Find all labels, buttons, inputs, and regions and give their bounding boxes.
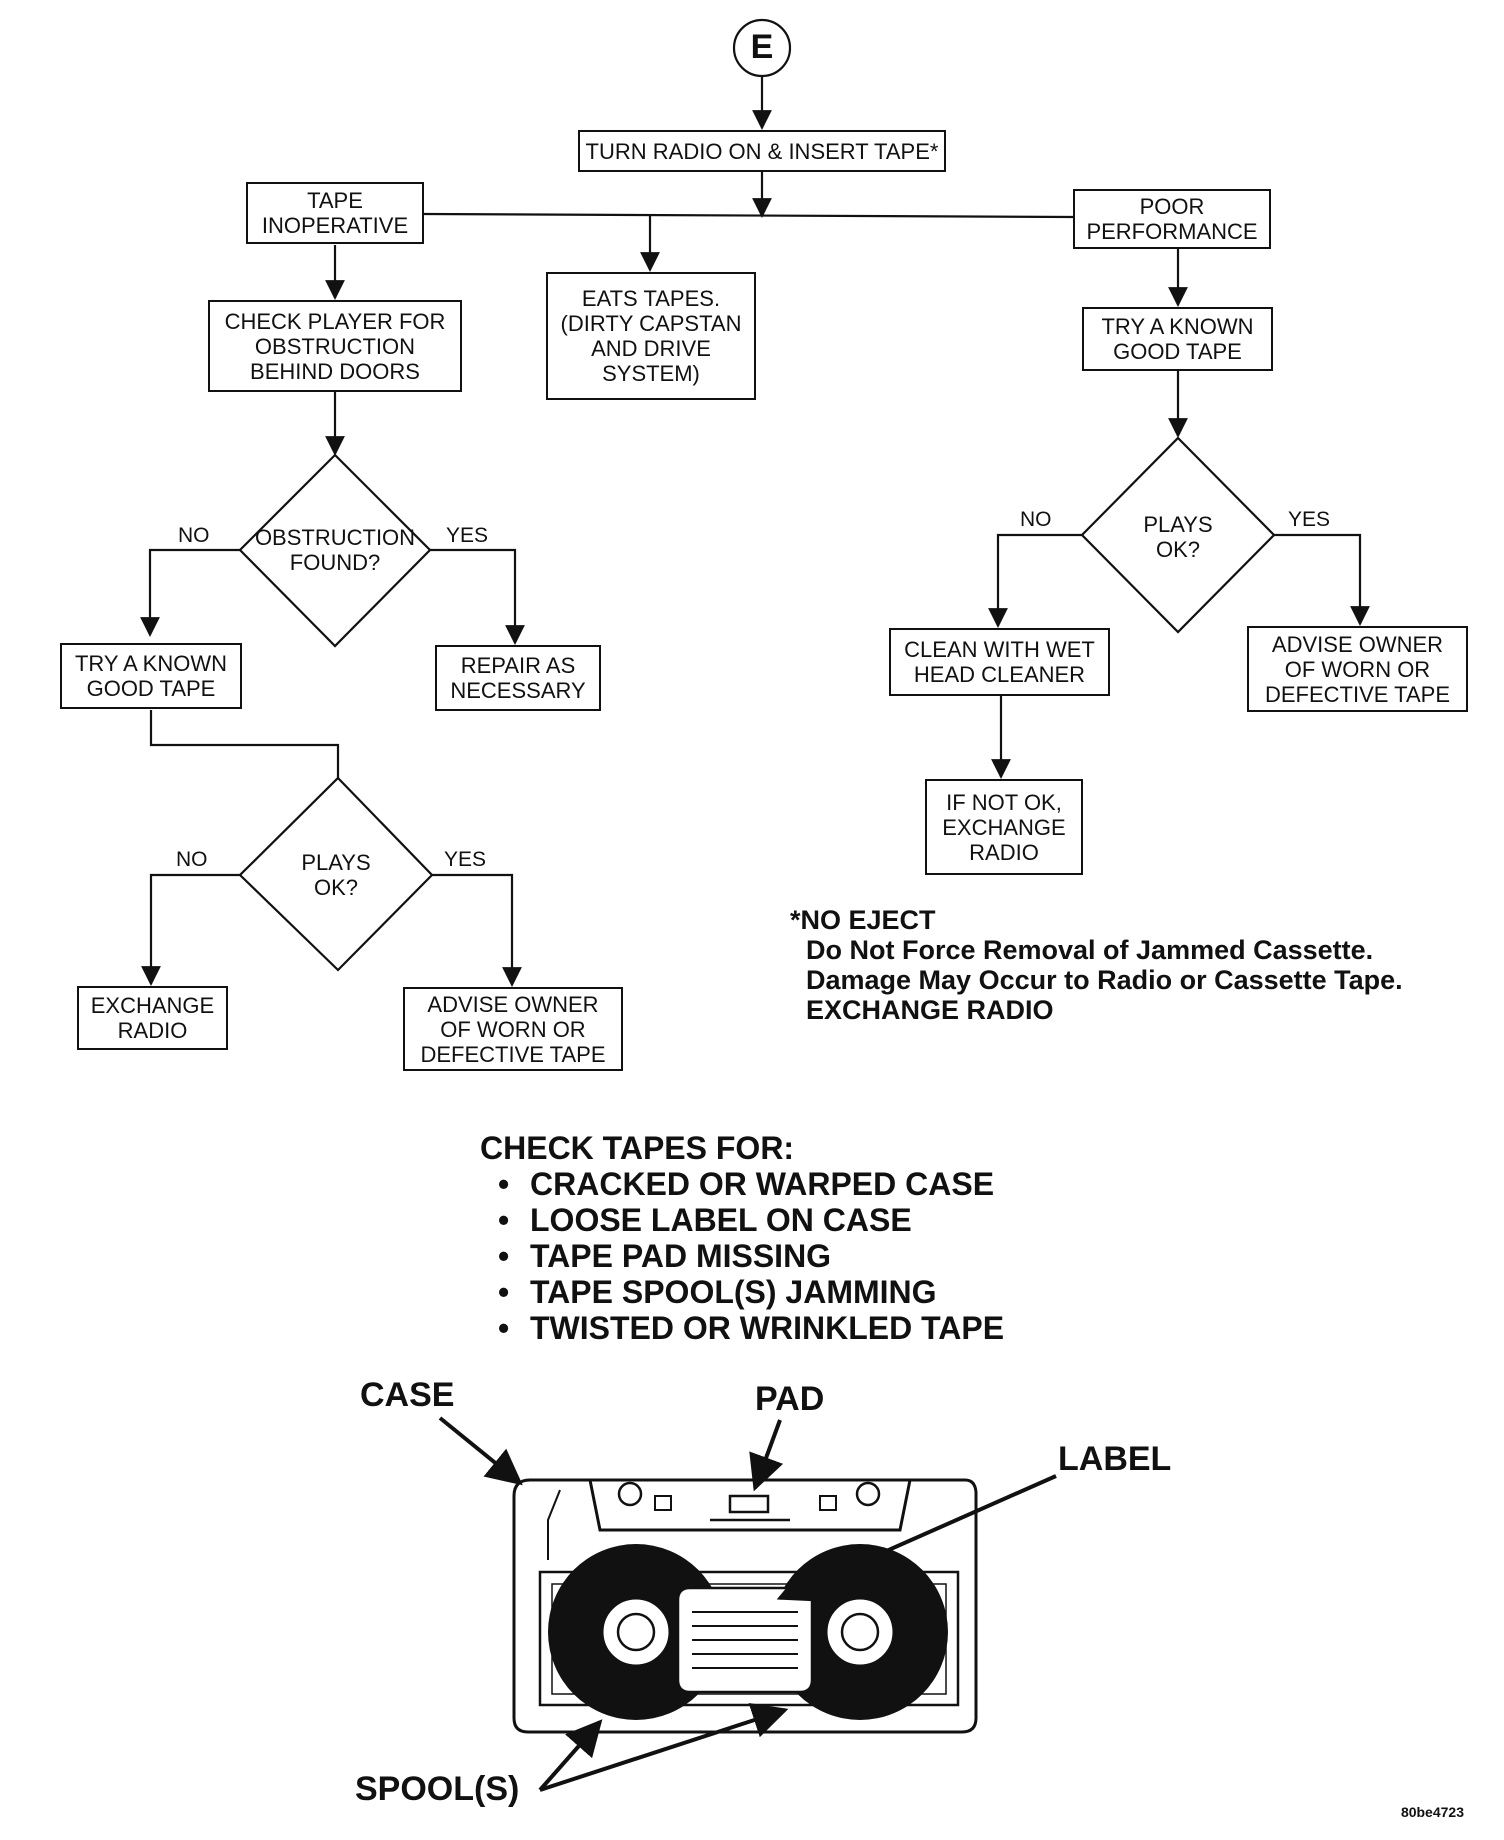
node-exchange-radio: EXCHANGE RADIO [77, 986, 228, 1050]
callout-spools: SPOOL(S) [355, 1770, 520, 1808]
decision-plays-ok-left [238, 776, 434, 972]
callout-pad: PAD [755, 1380, 825, 1418]
note-line-3: EXCHANGE RADIO [806, 995, 1054, 1025]
node-repair-as-necessary: REPAIR AS NECESSARY [435, 645, 601, 711]
node-check-player: CHECK PLAYER FOR OBSTRUCTION BEHIND DOOR… [208, 300, 462, 392]
node-try-known-good-tape-left: TRY A KNOWN GOOD TAPE [60, 643, 242, 709]
edge-yes-plays-left: YES [444, 848, 487, 871]
checklist-item: TWISTED OR WRINKLED TAPE [498, 1310, 1004, 1346]
node-turn-radio-on: TURN RADIO ON & INSERT TAPE* [578, 130, 946, 172]
decision-plays-ok-right [1080, 436, 1276, 634]
decision-obstruction-found [238, 453, 432, 648]
node-if-not-ok: IF NOT OK, EXCHANGE RADIO [925, 779, 1083, 875]
edge-no-plays-right: NO [1020, 508, 1052, 531]
note-title: *NO EJECT [790, 905, 936, 935]
decision-plays-ok-left-label: PLAYS OK? [301, 850, 371, 900]
node-advise-owner-left: ADVISE OWNER OF WORN OR DEFECTIVE TAPE [403, 987, 623, 1071]
checklist-item: CRACKED OR WARPED CASE [498, 1166, 1004, 1202]
note-line-1: Do Not Force Removal of Jammed Cassette. [806, 935, 1374, 965]
node-clean-head: CLEAN WITH WET HEAD CLEANER [889, 628, 1110, 696]
checklist-title: CHECK TAPES FOR: [480, 1130, 795, 1166]
callout-label: LABEL [1058, 1440, 1172, 1478]
decision-plays-ok-right-label: PLAYS OK? [1143, 512, 1213, 562]
edge-yes-plays-right: YES [1288, 508, 1331, 531]
checklist-item: LOOSE LABEL ON CASE [498, 1202, 1004, 1238]
edge-no-plays-left: NO [176, 848, 208, 871]
node-poor-performance: POOR PERFORMANCE [1073, 189, 1271, 249]
node-eats-tapes: EATS TAPES. (DIRTY CAPSTAN AND DRIVE SYS… [546, 272, 756, 400]
note-line-2: Damage May Occur to Radio or Cassette Ta… [806, 965, 1403, 995]
figure-id: 80be4723 [1400, 1804, 1464, 1820]
edge-no-obstruction: NO [178, 524, 210, 547]
cassette-illustration [512, 1478, 978, 1734]
checklist-item: TAPE SPOOL(S) JAMMING [498, 1274, 1004, 1310]
callout-case: CASE [360, 1376, 455, 1414]
decision-obstruction-found-label: OBSTRUCTION FOUND? [254, 525, 416, 575]
edge-yes-obstruction: YES [446, 524, 489, 547]
node-tape-inoperative: TAPE INOPERATIVE [246, 182, 424, 244]
checklist-item: TAPE PAD MISSING [498, 1238, 1004, 1274]
check-tapes-list: CHECK TAPES FOR: CRACKED OR WARPED CASE … [480, 1130, 1004, 1346]
connector-letter: E [750, 28, 774, 66]
node-try-known-good-tape-right: TRY A KNOWN GOOD TAPE [1082, 307, 1273, 371]
no-eject-note: *NO EJECT Do Not Force Removal of Jammed… [790, 905, 1403, 1025]
node-advise-owner-right: ADVISE OWNER OF WORN OR DEFECTIVE TAPE [1247, 626, 1468, 712]
